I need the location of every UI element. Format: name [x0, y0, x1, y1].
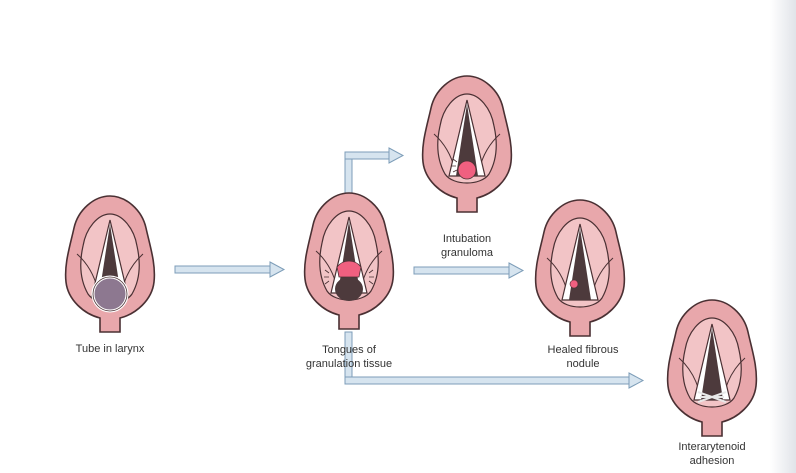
caption-adhesion-line1: Interarytenoid	[668, 440, 756, 454]
caption-intubation-granuloma: Intubation granuloma	[427, 232, 507, 260]
arrow-to-healed-nodule	[414, 263, 523, 278]
caption-intubation-line2: granuloma	[427, 246, 507, 260]
caption-tongues-line1: Tongues of	[290, 343, 408, 357]
caption-healed-line2: nodule	[538, 357, 628, 371]
tube-defect	[335, 277, 363, 301]
larynx-tube-in-larynx	[66, 196, 155, 332]
caption-intubation-line1: Intubation	[427, 232, 507, 246]
caption-tongues-line2: granulation tissue	[290, 357, 408, 371]
caption-healed-fibrous-nodule: Healed fibrous nodule	[538, 343, 628, 371]
larynx-tongues-of-granulation	[305, 193, 394, 329]
caption-healed-line1: Healed fibrous	[538, 343, 628, 357]
arrow-to-intubation-granuloma	[345, 148, 403, 198]
fibrous-nodule	[570, 280, 578, 288]
caption-tube-line: Tube in larynx	[62, 342, 158, 356]
caption-tongues-of-granulation: Tongues of granulation tissue	[290, 343, 408, 371]
larynx-interarytenoid-adhesion	[668, 300, 757, 436]
caption-interarytenoid-adhesion: Interarytenoid adhesion	[668, 440, 756, 468]
caption-tube-in-larynx: Tube in larynx	[62, 342, 158, 356]
larynx-intubation-granuloma	[423, 76, 512, 212]
granuloma	[458, 161, 476, 179]
arrow-tube-to-tongues	[175, 262, 284, 277]
page-edge-shadow	[770, 0, 796, 473]
larynx-healed-fibrous-nodule	[536, 200, 625, 336]
caption-adhesion-line2: adhesion	[668, 454, 756, 468]
granulation-tissue	[337, 261, 361, 277]
